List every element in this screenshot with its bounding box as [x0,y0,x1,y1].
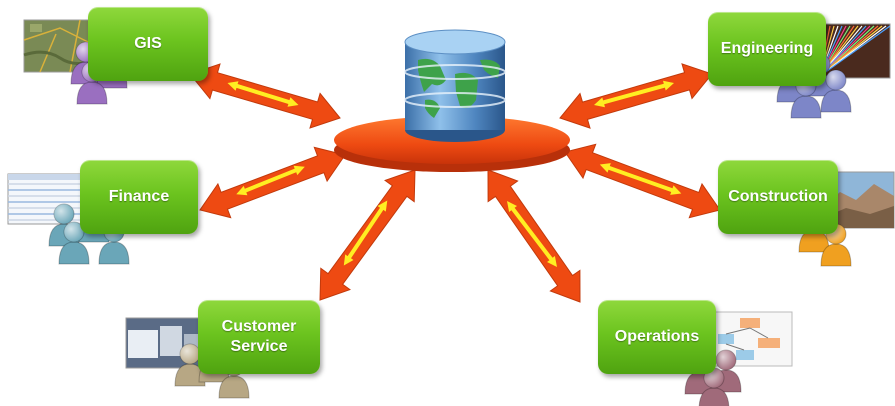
arrow-gis [189,63,341,129]
person-icon [820,69,852,113]
person-icon [820,223,852,267]
person-icon [174,343,206,387]
finance-node[interactable]: Finance [80,160,198,234]
construction-label: Construction [728,188,828,205]
customer-service-node[interactable]: Customer Service [198,300,320,374]
person-icon [58,221,90,265]
connector-arrows [189,63,721,303]
engineering-node[interactable]: Engineering [708,12,826,86]
customer-service-label: Customer Service [221,318,297,355]
fiber-thumbnail [817,23,891,79]
finance-label: Finance [108,188,170,205]
arrow-construction [564,143,721,219]
arrow-engineering [559,63,713,129]
arrow-operations [487,169,581,303]
operations-node[interactable]: Operations [598,300,716,374]
database-globe-icon [404,29,506,142]
gis-node[interactable]: GIS [88,7,208,81]
construction-node[interactable]: Construction [718,160,838,234]
engineering-label: Engineering [720,40,814,57]
arrow-customer-service [319,169,416,301]
arrow-finance [199,146,346,219]
gis-label: GIS [134,35,162,52]
operations-label: Operations [614,328,700,345]
person-icon [710,349,742,393]
